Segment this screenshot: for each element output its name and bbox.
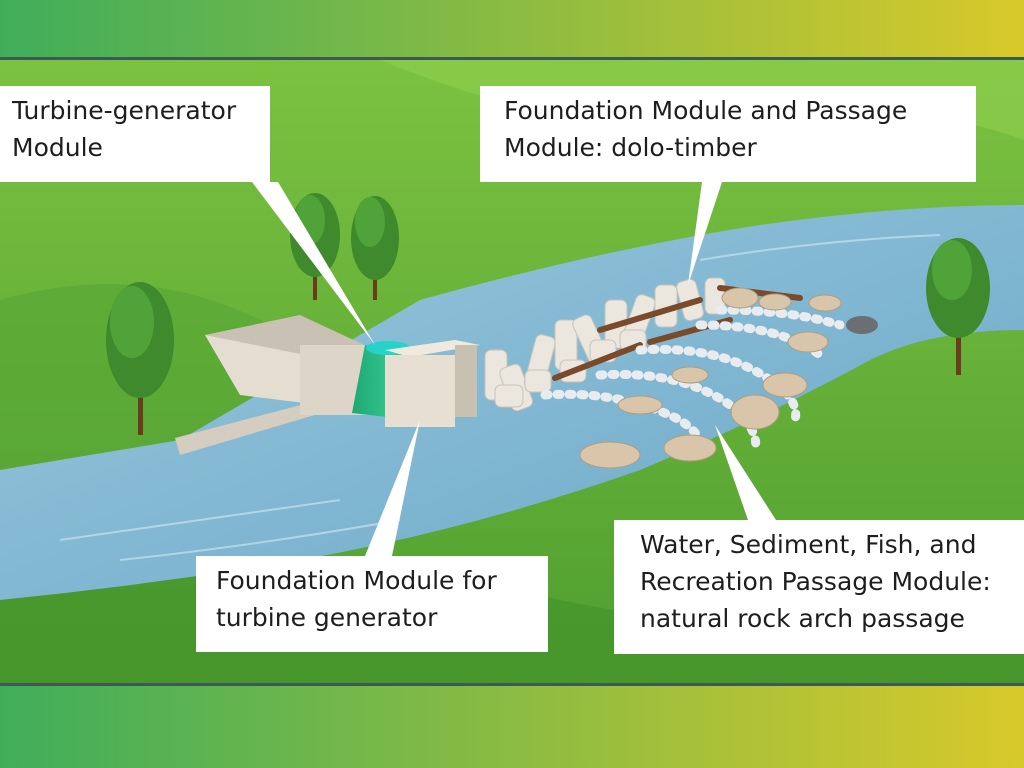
turbine-pointer (252, 182, 375, 345)
turbine-generator-callout: Turbine-generator Module (0, 86, 270, 182)
river-ripple (59, 234, 941, 561)
dolo-pointer (688, 182, 722, 285)
dolo-block-icon (484, 277, 726, 412)
dolo-callout-line1: Foundation Module and Passage (504, 96, 908, 125)
dolo-callout-line2: Module: dolo-timber (504, 133, 757, 162)
passage-pointer (715, 425, 776, 520)
foundation-pointer (365, 420, 420, 556)
dark-boulder (846, 316, 878, 334)
tree-icon (926, 238, 990, 375)
bottom-band (0, 686, 1024, 768)
tree-icon (106, 282, 174, 435)
right-pier-side (455, 345, 477, 417)
top-band (0, 0, 1024, 60)
top-band-edge (0, 57, 1024, 60)
bottom-band-edge (0, 683, 1024, 686)
passage-callout-line2: Recreation Passage Module: (640, 567, 991, 596)
tree-icon (351, 196, 399, 300)
turbine-callout-line2: Module (12, 133, 103, 162)
foundation-callout-line2: turbine generator (216, 603, 438, 632)
left-abutment (205, 335, 320, 405)
passage-callout-line3: natural rock arch passage (640, 604, 965, 633)
spillway-apron (175, 400, 325, 455)
dolo-timber-callout: Foundation Module and Passage Module: do… (480, 86, 976, 182)
boulder-icon (579, 287, 842, 469)
passage-callout-line1: Water, Sediment, Fish, and (640, 530, 977, 559)
foundation-callout: Foundation Module for turbine generator (196, 556, 548, 652)
passage-callout: Water, Sediment, Fish, and Recreation Pa… (614, 520, 1024, 654)
foundation-callout-line1: Foundation Module for (216, 566, 497, 595)
turbine-callout-line1: Turbine-generator (12, 96, 237, 125)
right-pier-top (385, 340, 480, 357)
right-pier (385, 355, 455, 427)
